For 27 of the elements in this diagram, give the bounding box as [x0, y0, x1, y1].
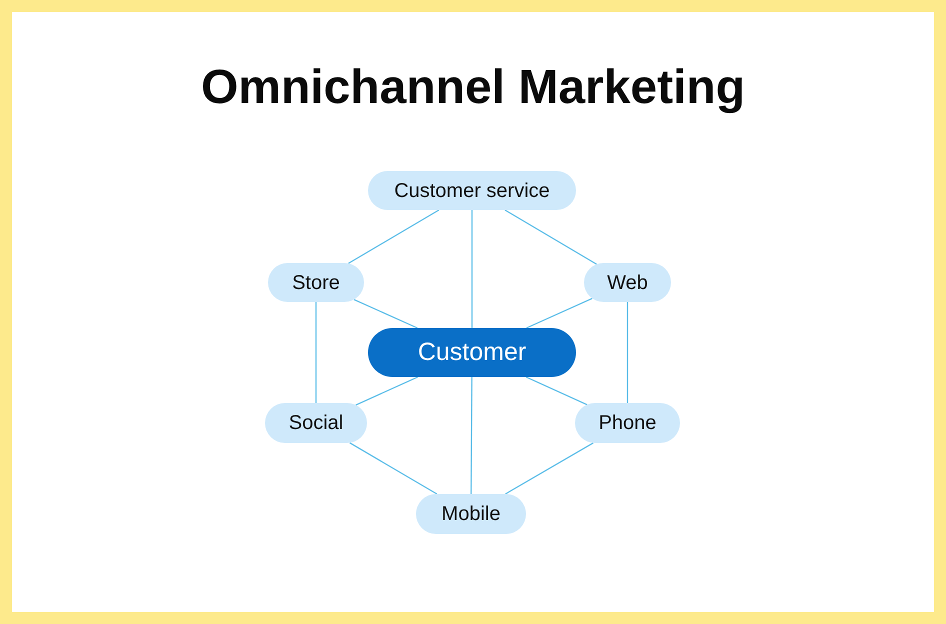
node-label: Customer	[418, 340, 526, 365]
connector-line	[349, 442, 438, 495]
connector-line	[315, 302, 317, 403]
pill-node	[368, 171, 576, 210]
pill-node	[265, 403, 367, 443]
node-label: Social	[288, 413, 344, 433]
pill-node	[575, 403, 680, 443]
connector-line	[626, 302, 628, 403]
node-label: Customer service	[394, 180, 550, 200]
title: Omnichannel Marketing	[200, 60, 746, 116]
pill-node	[584, 263, 671, 302]
connector-line	[504, 209, 597, 265]
pill-node	[268, 263, 364, 302]
pill-node	[368, 328, 576, 377]
node-label: Phone	[598, 413, 656, 433]
pill-node	[416, 494, 526, 534]
connector-line	[356, 376, 418, 406]
node-label: Mobile	[442, 504, 500, 524]
connector-line	[471, 210, 473, 328]
connector-line	[526, 298, 592, 329]
connector-line	[348, 209, 440, 264]
connector-line	[526, 376, 588, 406]
node-label: Web	[607, 272, 648, 292]
connector-line	[505, 442, 594, 495]
connector-line	[470, 377, 472, 494]
connector-line	[354, 299, 418, 329]
node-label: Store	[292, 272, 340, 292]
